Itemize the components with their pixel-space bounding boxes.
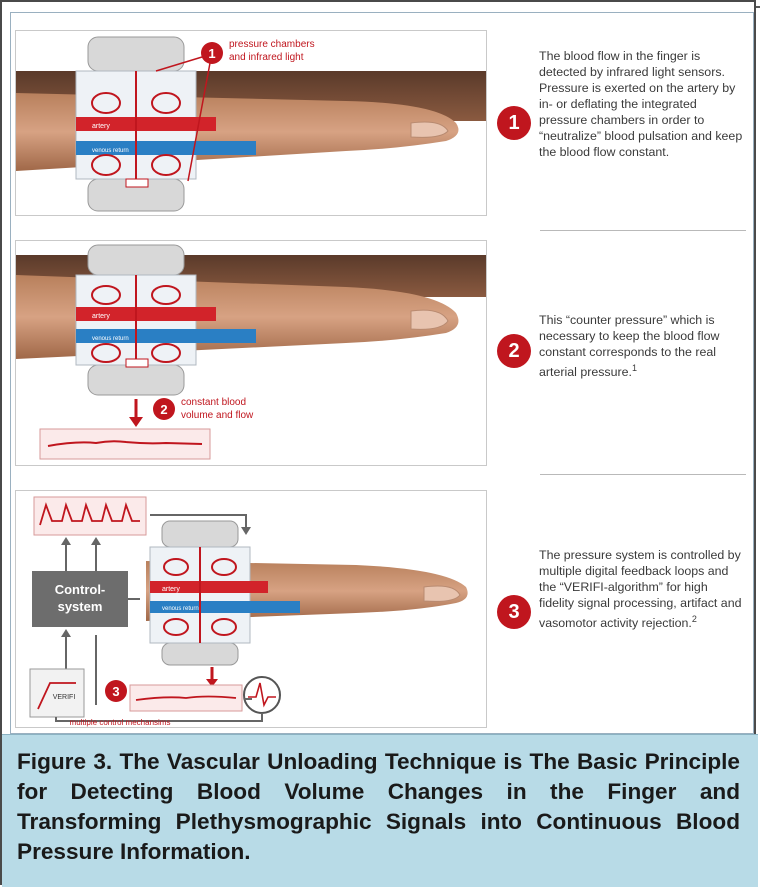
artery-label: artery	[162, 586, 180, 593]
step-3-description: The pressure system is controlled by mul…	[539, 547, 744, 631]
arrow-head	[61, 537, 71, 545]
step-badge-2: 2	[497, 334, 531, 368]
arrow-head	[241, 527, 251, 535]
step-badge-3: 3	[497, 595, 531, 629]
footnote-marker: 2	[692, 614, 697, 624]
step-2-text: This “counter pressure” which is necessa…	[539, 313, 719, 379]
finger-cuff-illustration-2: artery venous return 2 constant blood vo…	[16, 241, 487, 466]
artery-label: artery	[92, 123, 110, 130]
sensor	[126, 359, 148, 367]
caption-text: Figure 3. The Vascular Unloading Techniq…	[17, 747, 740, 867]
cuff-top	[162, 521, 238, 547]
sensor	[126, 179, 148, 187]
cuff-top	[88, 245, 184, 275]
callout-number: 2	[160, 402, 167, 417]
step-2-description: This “counter pressure” which is necessa…	[539, 312, 744, 380]
step-3-text: The pressure system is controlled by mul…	[539, 548, 742, 630]
cuff-top	[88, 37, 184, 71]
callout-text: constant blood	[181, 397, 246, 408]
footnote-marker: 1	[632, 363, 637, 373]
control-system-label: Control-	[55, 582, 106, 597]
artery-label: artery	[92, 313, 110, 320]
callout-text: pressure chambers	[229, 39, 315, 50]
arrow-head	[91, 537, 101, 545]
control-system-label: system	[58, 599, 103, 614]
step-1-description: The blood flow in the finger is detected…	[539, 48, 744, 160]
panel-1-illustration: artery venous return 1 pressure chambers…	[15, 30, 487, 216]
cuff-bottom	[88, 365, 184, 395]
verifi-label: VERIFI	[53, 694, 76, 701]
venous-label: venous return	[92, 336, 129, 342]
callout-number: 1	[208, 46, 215, 61]
separator	[540, 230, 746, 231]
venous-label: venous return	[92, 148, 129, 154]
control-loop-illustration: Control- system VERIFI artery venous ret…	[16, 491, 487, 728]
panel-3-illustration: Control- system VERIFI artery venous ret…	[15, 490, 487, 728]
arrow-head	[129, 417, 143, 427]
step-badge-1: 1	[497, 106, 531, 140]
panel-2-illustration: artery venous return 2 constant blood vo…	[15, 240, 487, 466]
verifi-box	[30, 669, 84, 717]
cuff-bottom	[162, 643, 238, 665]
separator	[540, 474, 746, 475]
callout-text: and infrared light	[229, 52, 304, 63]
figure-caption: Figure 3. The Vascular Unloading Techniq…	[2, 734, 758, 887]
finger-cuff-illustration-1: artery venous return 1 pressure chambers…	[16, 31, 487, 216]
callout-number: 3	[112, 684, 119, 699]
venous-label: venous return	[162, 606, 199, 612]
multiple-mechanisms-label: multiple control mechansims	[70, 718, 171, 727]
callout-text: volume and flow	[181, 410, 254, 421]
arrow-head	[61, 629, 71, 637]
